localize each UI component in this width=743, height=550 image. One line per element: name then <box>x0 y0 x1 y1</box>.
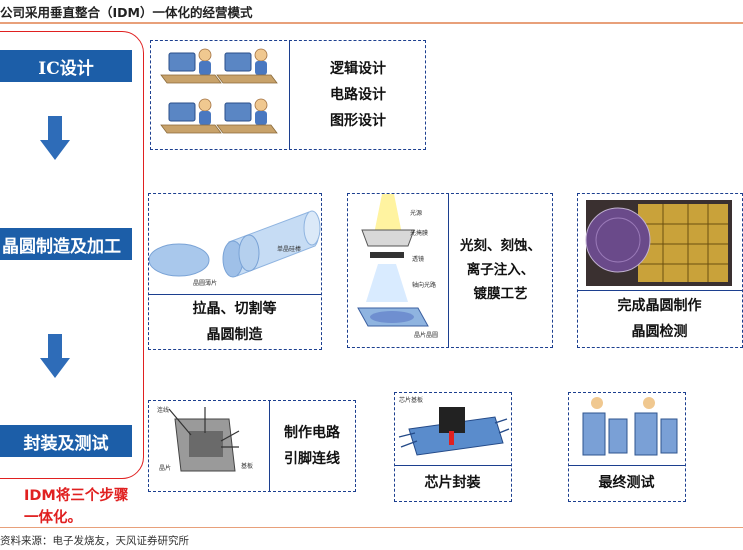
title-rule <box>0 22 743 24</box>
design-label: 逻辑设计 电路设计 图形设计 <box>291 41 425 148</box>
package-label: 芯片封装 <box>424 475 481 491</box>
wafer-tag: 晶片晶圆 <box>414 332 439 339</box>
wafer-line-2: 晶圆制造 <box>206 326 263 343</box>
package-divider <box>395 465 511 466</box>
substrate-tag: 基板 <box>241 463 254 470</box>
silicon-ingot-illustration <box>149 210 321 278</box>
package-box: 芯片基板 芯片封装 <box>394 392 512 502</box>
idm-frame <box>0 31 144 479</box>
wiring-line-1: 制作电路 <box>284 424 340 441</box>
photomask-tag: 光掩膜 <box>410 230 429 237</box>
stage-package-test: 封装及测试 <box>0 425 132 457</box>
wafer-label: 拉晶、切割等 晶圆制造 <box>149 295 320 348</box>
litho-line-2: 离子注入、 <box>466 262 535 278</box>
chip-package-illustration <box>398 407 510 456</box>
wire-tag: 连线 <box>157 407 170 414</box>
design-line-3: 图形设计 <box>330 112 386 129</box>
chip-die-illustration <box>585 200 732 286</box>
litho-line-3: 镀膜工艺 <box>473 286 528 302</box>
lithography-illustration <box>357 194 429 327</box>
light-source-tag: 光源 <box>410 210 423 217</box>
wiring-line-2: 引脚连线 <box>284 450 340 467</box>
page-title: 公司采用垂直整合（IDM）一体化的经营模式 <box>0 5 253 20</box>
finish-line-1: 完成晶圆制作 <box>617 297 702 314</box>
wafer-divider <box>149 294 321 295</box>
litho-divider <box>448 194 449 347</box>
test-divider <box>569 465 685 466</box>
design-box: 逻辑设计 电路设计 图形设计 <box>150 40 426 150</box>
optical-axis-tag: 轴向光路 <box>412 282 437 289</box>
test-box: 最终测试 <box>568 392 686 502</box>
litho-box: 光源 光掩膜 透镜 轴向光路 晶片晶圆 光刻、刻蚀、 离子注入、 镀膜工艺 <box>347 193 553 348</box>
source-note: 资料来源：电子发烧友，天风证券研究所 <box>0 535 189 547</box>
down-arrow-icon <box>40 334 70 378</box>
test-equipment-illustration <box>582 397 678 456</box>
lens-tag: 透镜 <box>412 256 425 263</box>
finish-line-2: 晶圆检测 <box>631 323 688 340</box>
wire-bonding-illustration <box>168 407 240 472</box>
stage-ic-design: IC设计 <box>0 50 132 82</box>
wiring-label: 制作电路 引脚连线 <box>271 401 353 490</box>
stage-wafer-fab: 晶圆制造及加工 <box>0 228 132 260</box>
ingot-tag: 单晶硅棒 <box>277 246 302 253</box>
designers-illustration <box>160 48 278 134</box>
wiring-box: 连线 基板 晶片 制作电路 引脚连线 <box>148 400 356 492</box>
finish-divider <box>578 290 742 291</box>
litho-label: 光刻、刻蚀、 离子注入、 镀膜工艺 <box>450 194 551 346</box>
footer-rule <box>0 527 743 528</box>
die-tag: 晶片 <box>159 465 172 472</box>
wafer-box: 单晶硅棒 晶圆薄片 拉晶、切割等 晶圆制造 <box>148 193 322 350</box>
finish-box: 完成晶圆制作 晶圆检测 <box>577 193 743 348</box>
design-divider <box>289 41 290 149</box>
wafer-line-1: 拉晶、切割等 <box>192 300 277 317</box>
idm-note: IDM将三个步骤一体化。 <box>24 488 129 526</box>
wiring-divider <box>269 401 270 491</box>
test-label: 最终测试 <box>598 475 655 491</box>
wafer-slice-tag: 晶圆薄片 <box>193 280 218 287</box>
finish-label: 完成晶圆制作 晶圆检测 <box>578 291 741 346</box>
litho-line-1: 光刻、刻蚀、 <box>460 238 541 254</box>
down-arrow-icon <box>40 116 70 160</box>
design-line-2: 电路设计 <box>330 86 386 103</box>
chip-substrate-tag: 芯片基板 <box>399 397 424 404</box>
design-line-1: 逻辑设计 <box>330 60 386 77</box>
